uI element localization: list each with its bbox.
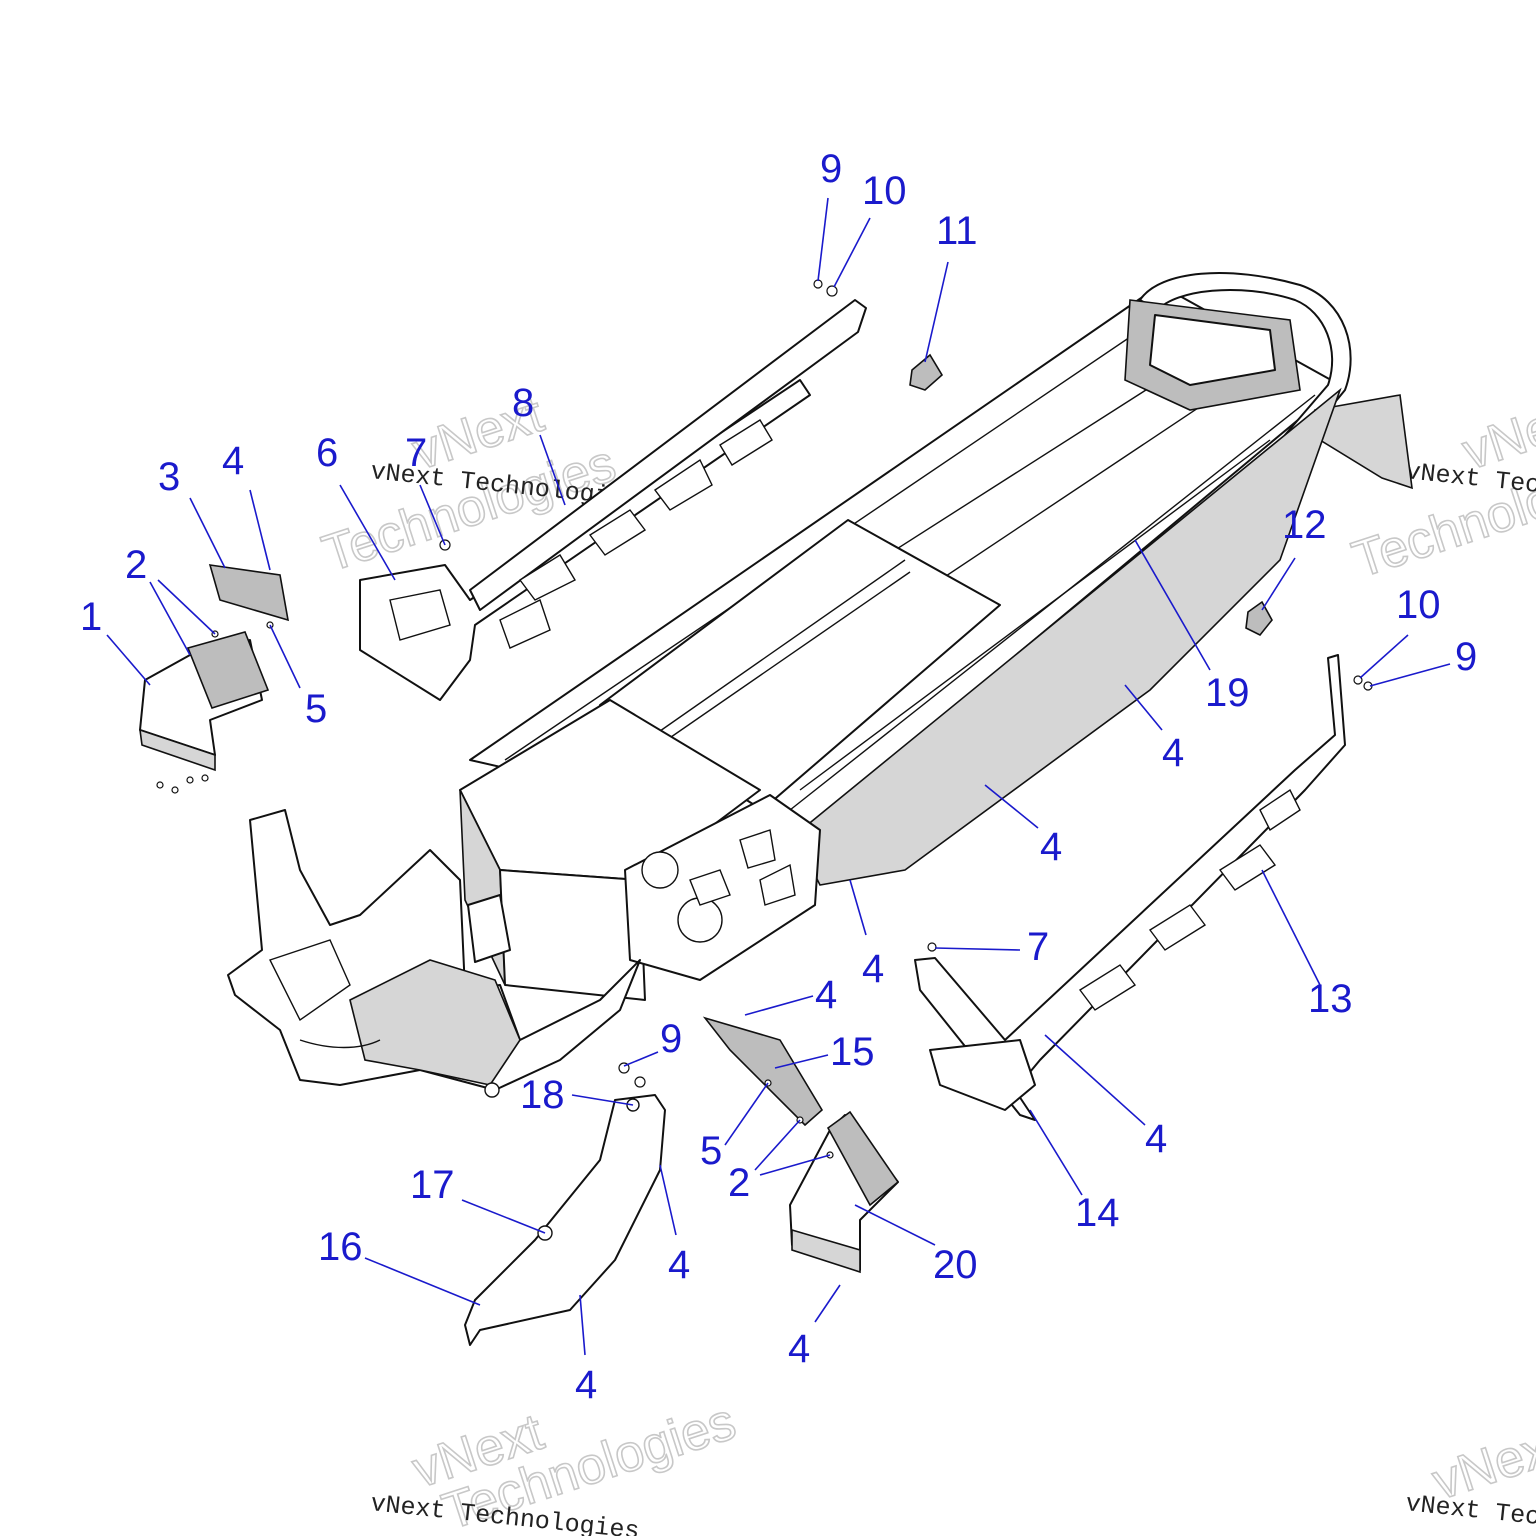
callout-4-left: 4: [222, 439, 244, 483]
svg-text:vNext Technologies: vNext Technologies: [1404, 1489, 1536, 1536]
callout-18: 18: [520, 1073, 565, 1117]
left-footrest-assembly-part: [139, 564, 290, 794]
callout-17: 17: [410, 1163, 455, 1207]
callout-12: 12: [1282, 503, 1327, 547]
right-footrest-assembly-part: [702, 1016, 900, 1274]
left-running-board-part: [359, 299, 867, 701]
callout-4-panel: 4: [668, 1243, 690, 1287]
callout-1: 1: [80, 595, 102, 639]
callout-9-lower: 9: [660, 1017, 682, 1061]
callout-7-right: 7: [1027, 925, 1049, 969]
right-running-board-part: [914, 654, 1346, 1121]
callout-4-tunnel-lower: 4: [862, 947, 884, 991]
callout-3: 3: [158, 455, 180, 499]
callout-10-top: 10: [862, 169, 907, 213]
callout-9-right: 9: [1455, 635, 1477, 679]
callout-4-tunnel-upper: 4: [1162, 731, 1184, 775]
callout-8: 8: [512, 381, 534, 425]
callout-20: 20: [933, 1243, 978, 1287]
side-panel-part: [464, 1094, 666, 1346]
chassis-tunnel-part: [227, 272, 1413, 1098]
callout-14: 14: [1075, 1191, 1120, 1235]
callout-5-left: 5: [305, 687, 327, 731]
callout-2-right: 2: [728, 1161, 750, 1205]
part-11-shape: [909, 353, 944, 391]
callout-4-board: 4: [1145, 1117, 1167, 1161]
callout-4-panel-bottom: 4: [575, 1363, 597, 1407]
callout-13: 13: [1308, 977, 1353, 1021]
callout-4-bracket: 4: [815, 973, 837, 1017]
callout-7-left: 7: [405, 431, 427, 475]
watermark-top-right: Technologies vNext vNext Technologies: [1345, 384, 1536, 590]
callout-11: 11: [936, 209, 978, 253]
part-12-shape: [1245, 600, 1273, 637]
callout-4-footrest: 4: [788, 1327, 810, 1371]
callout-15: 15: [830, 1030, 875, 1074]
callout-labels: 1 2 3 4 5 6 7 8 9 10 11 12 10 9 19 4 4 4…: [80, 147, 1477, 1407]
callout-5-right: 5: [700, 1129, 722, 1173]
leader-lines: [106, 197, 1451, 1356]
callout-10-right: 10: [1396, 583, 1441, 627]
callout-16: 16: [318, 1225, 363, 1269]
watermark-bottom-right: vNext vNext Technologies: [1404, 1414, 1536, 1536]
callout-9-top: 9: [820, 147, 842, 191]
callout-4-tunnel-mid: 4: [1040, 825, 1062, 869]
watermark-bottom-left: Technologies vNext vNext Technologies: [369, 1392, 743, 1536]
watermark-top-left: Technologies vNext vNext Technologies: [315, 384, 641, 584]
callout-19: 19: [1205, 671, 1250, 715]
callout-6: 6: [316, 431, 338, 475]
callout-2-left: 2: [125, 543, 147, 587]
